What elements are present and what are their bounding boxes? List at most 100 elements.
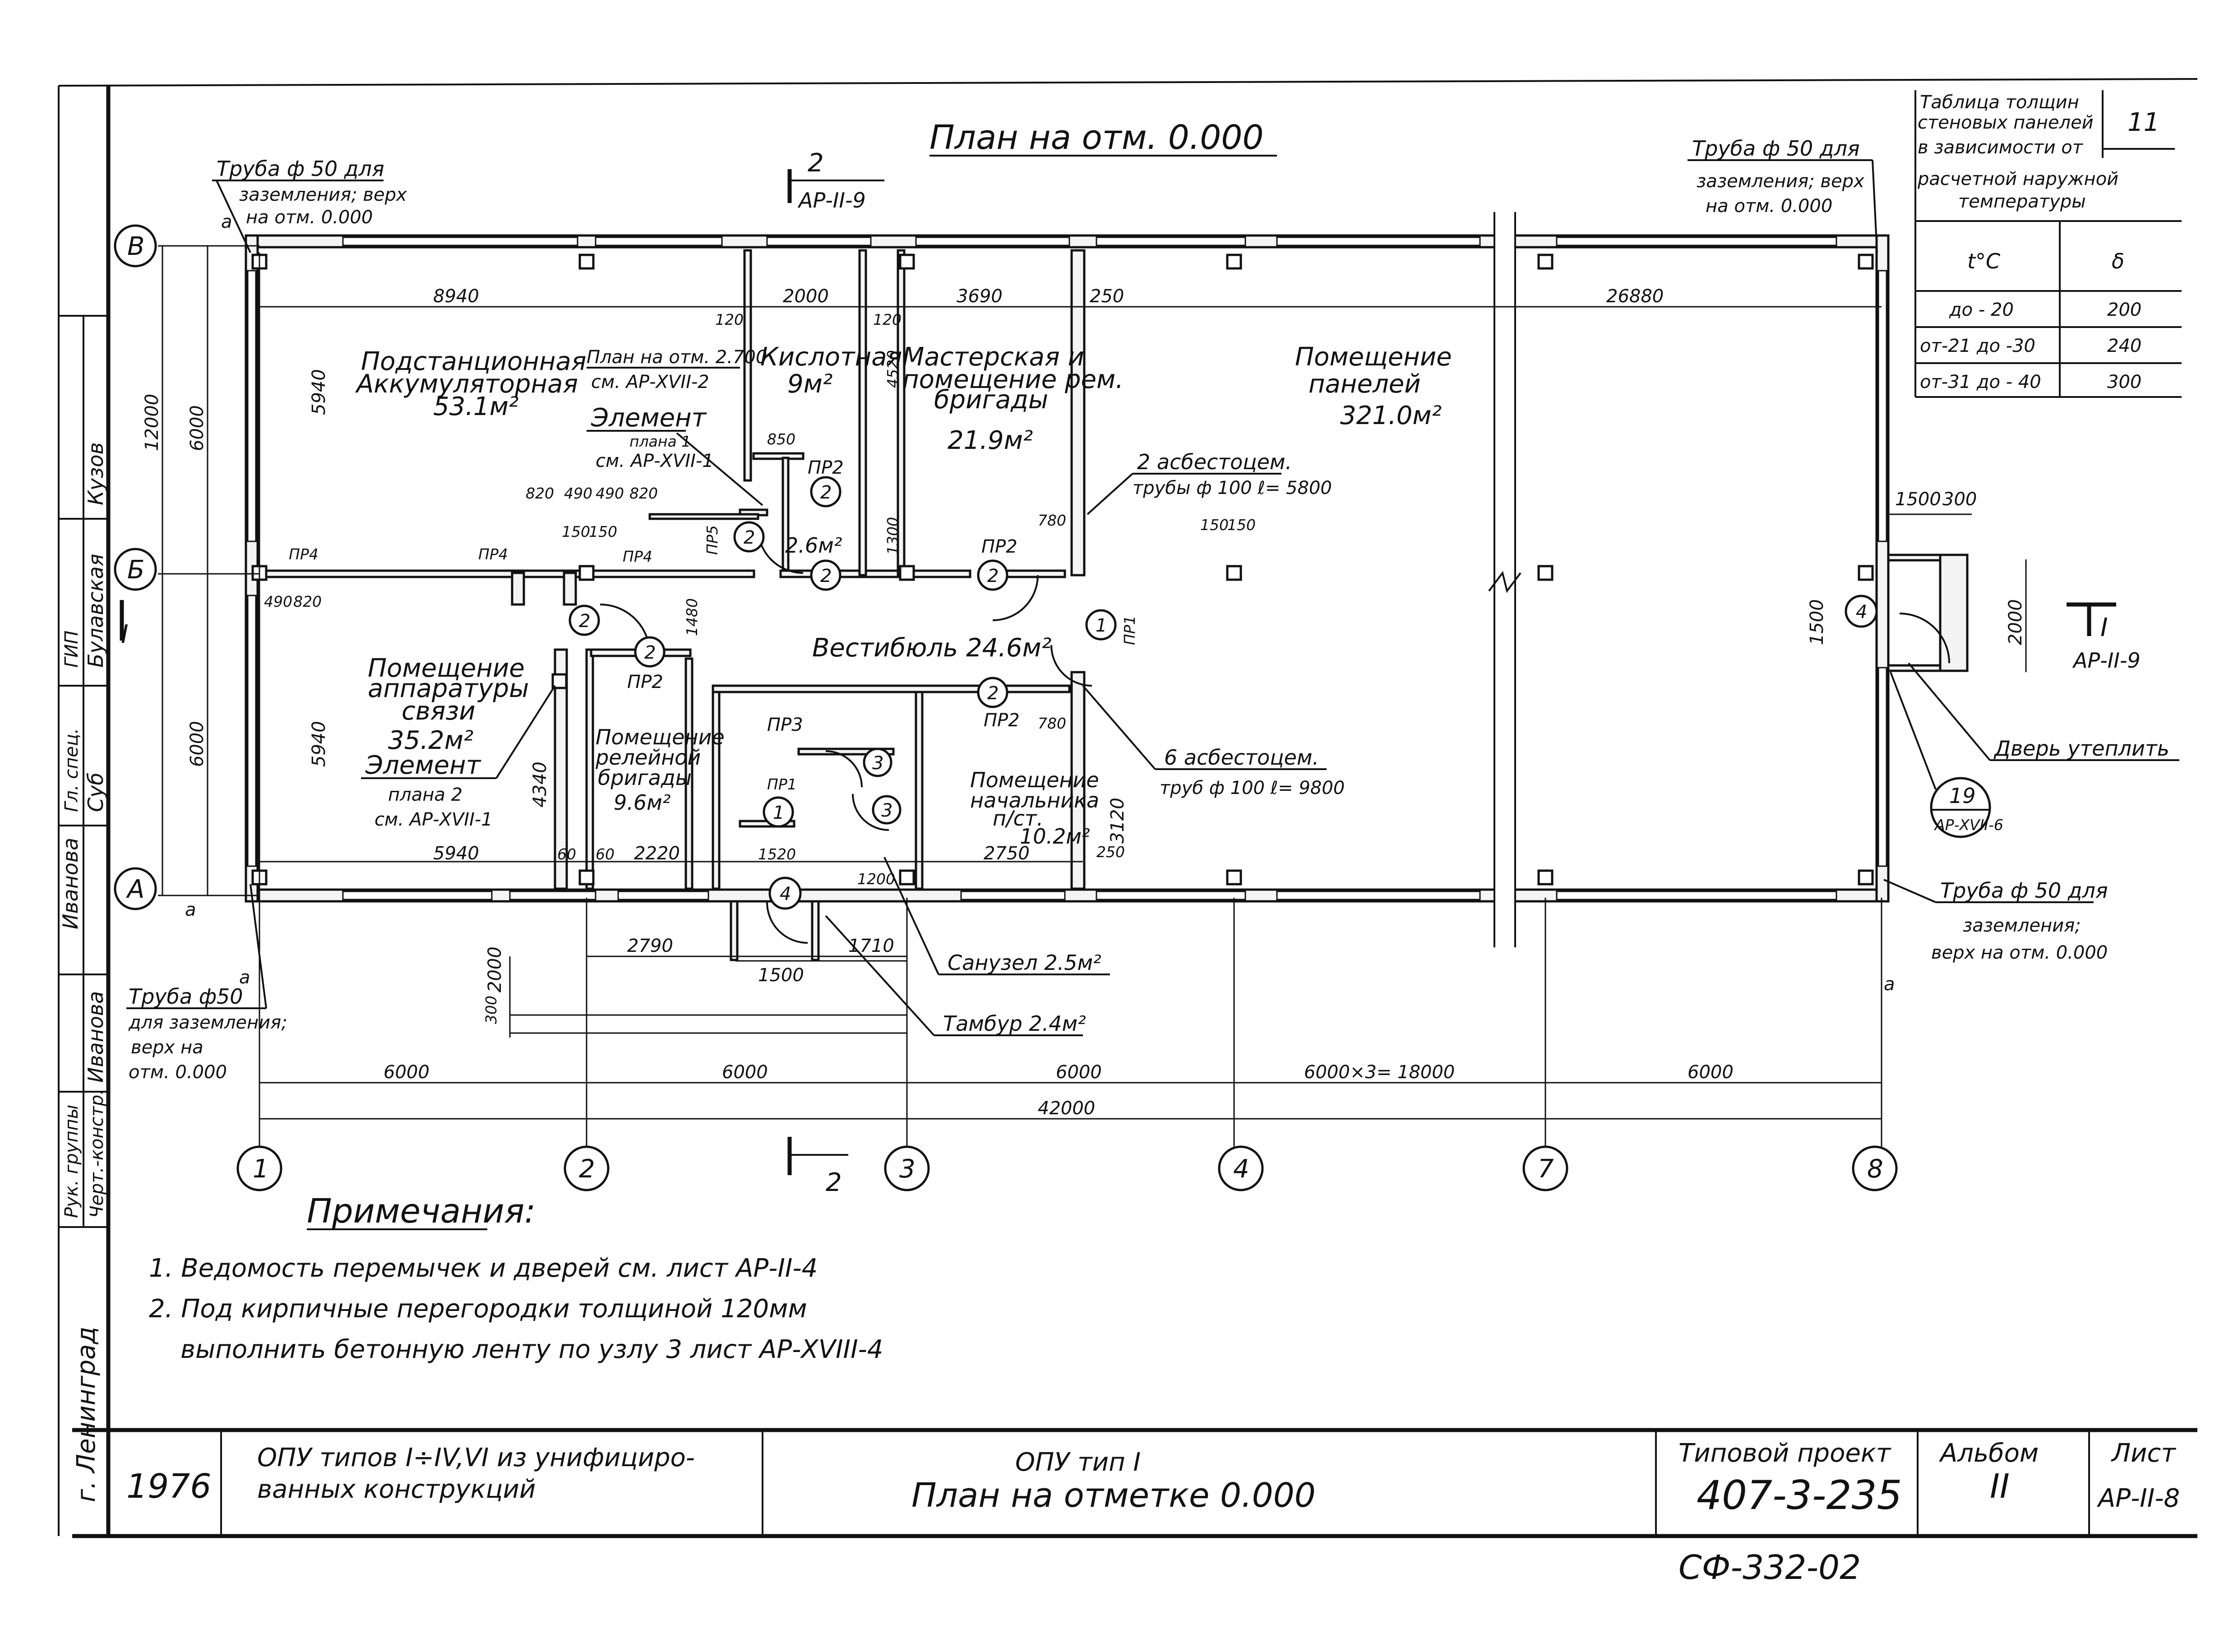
dim-2000-right: 2000 — [2005, 599, 2026, 645]
door-num-1b: 1 — [773, 803, 784, 823]
dim-6000-vtop: 6000 — [187, 405, 208, 451]
lintel-marks: ПР4 ПР4 ПР4 ПР5 ПР2 ПР2 ПР2 ПР2 ПР1 ПР1 … — [289, 457, 1138, 793]
dim-18000: 6000×3= 18000 — [1304, 1062, 1455, 1083]
room-acid: Кислотная 9м² — [760, 342, 902, 399]
dim-a-tl: a — [221, 212, 232, 232]
pipe-bl-line3: верх на — [131, 1037, 203, 1058]
table-caption-2: стеновых панелей — [1918, 112, 2094, 133]
dim-820b: 820 — [629, 485, 658, 502]
section-right-num: I — [2100, 613, 2108, 642]
room-accum-line2: Аккумуляторная — [355, 369, 578, 399]
note-pipe-top-left: Труба ф 50 для заземления; верх на отм. … — [212, 157, 407, 253]
axis-bubble-b: Б — [114, 548, 157, 591]
door-num-2a: 2 — [820, 482, 832, 503]
dim-150c: 150 — [1200, 516, 1229, 534]
section-mark-right: I АР-II-9 I — [120, 600, 2141, 673]
door-num-3b: 3 — [881, 800, 892, 821]
room-communication: Помещение аппаратуры связи 35.2м² — [368, 654, 529, 755]
pipe-tr-line3: на отм. 0.000 — [1706, 196, 1832, 217]
pipe-tl-line1: Труба ф 50 для — [217, 157, 384, 181]
table-caption-5: температуры — [1958, 191, 2086, 212]
note-3: выполнить бетонную ленту по узлу 3 лист … — [180, 1335, 883, 1364]
stamp-name-1: Иванова — [83, 991, 108, 1083]
elem1-line3: см. АР-XVII-1 — [596, 451, 714, 471]
dim-250-b: 250 — [1096, 843, 1125, 861]
room-relay: Помещение релейной бригады 9.6м² — [595, 725, 725, 815]
asb2-line1: 2 асбестоцем. — [1137, 450, 1292, 474]
table-row3-t: от-31 до - 40 — [1920, 372, 2041, 392]
room-workshop-line3: бригады — [934, 385, 1048, 415]
note-door-insulate: Дверь утеплить — [1908, 662, 2179, 761]
door-insulate-text: Дверь утеплить — [1993, 736, 2169, 761]
note-tambur: Тамбур 2.4м² — [825, 915, 1086, 1036]
axis-bubble-3: 3 — [884, 1145, 930, 1191]
dim-42000: 42000 — [1038, 1098, 1095, 1119]
ref-bubble-19: 19 АР-XVII-6 — [1890, 672, 2003, 838]
axis-label-4: 4 — [1233, 1154, 1249, 1184]
dim-2000-top: 2000 — [783, 286, 829, 307]
room-acid-line1: Кислотная — [760, 342, 902, 372]
door-num-2f: 2 — [644, 642, 656, 663]
pipe-bl-line4: отм. 0.000 — [129, 1062, 227, 1083]
note-pipe-bottom-left: Труба ф50 для заземления; верх на отм. 0… — [126, 884, 287, 1083]
table-caption-3: в зависимости от — [1918, 137, 2084, 158]
room-vestibule: Вестибюль 24.6м² — [812, 633, 1051, 663]
dim-490c: 490 — [264, 593, 292, 610]
dim-150b: 150 — [589, 523, 617, 540]
section-bottom-num: 2 — [826, 1168, 842, 1197]
dim-120a: 120 — [715, 311, 744, 328]
ref19-num: 19 — [1949, 784, 1976, 808]
elem2-line3: см. АР-XVII-1 — [375, 809, 493, 830]
pipe-tr-line1: Труба ф 50 для — [1692, 136, 1860, 161]
title-project-label: Типовой проект — [1678, 1439, 1891, 1468]
dim-3120: 3120 — [1107, 798, 1128, 844]
dim-780a: 780 — [1038, 512, 1066, 529]
plan-ref-line1: План на отм. 2.700 — [587, 347, 767, 368]
table-caption-1: Таблица толщин — [1920, 92, 2079, 113]
room-relay-line1: Помещение — [596, 725, 725, 749]
stamp-name-4: Булавская — [83, 554, 108, 668]
plan-ref-line2: см. АР-XVII-2 — [591, 372, 709, 392]
title-desc-1: ОПУ типов I÷IV,VI из унифициро- — [257, 1443, 695, 1472]
dim-a-bl2: a — [239, 967, 250, 988]
room-chief-line2: начальника — [970, 788, 1099, 812]
dim-1520: 1520 — [758, 845, 796, 863]
dim-5940-vtop: 5940 — [309, 369, 329, 415]
dim-850: 850 — [767, 430, 795, 448]
stamp-role-2: Рук. группы — [61, 1105, 82, 1218]
stamp-name-5: Кузов — [83, 442, 108, 505]
dim-150d: 150 — [1227, 516, 1256, 534]
table-row1-d: 200 — [2107, 300, 2141, 320]
pipe-br-line3: верх на отм. 0.000 — [1931, 942, 2108, 963]
room-accumulator: Подстанционная Аккумуляторная 53.1м² — [355, 347, 586, 421]
room-workshop-line2: помещение рем. — [902, 365, 1124, 394]
sheet-frame — [58, 78, 2198, 1538]
title-year: 1976 — [126, 1467, 211, 1506]
dim-3690: 3690 — [957, 286, 1003, 307]
dim-1500-top-right: 1500 — [1895, 489, 1941, 510]
note-asbestos-6: 6 асбестоцем. труб ф 100 ℓ= 9800 — [1082, 685, 1345, 798]
mark-pr4a: ПР4 — [289, 545, 319, 563]
title-name-2: План на отметке 0.000 — [911, 1476, 1316, 1515]
dim-1500-b: 1500 — [758, 965, 804, 986]
dim-6000-2: 6000 — [722, 1062, 768, 1083]
note-1: 1. Ведомость перемычек и дверей см. лист… — [149, 1254, 818, 1283]
title-sheet-no: АР-II-8 — [2097, 1484, 2180, 1513]
stamp-name-3: Суб — [83, 772, 108, 812]
dim-a-bl: a — [185, 900, 196, 920]
elem1-line2: плана 1 — [629, 433, 691, 450]
door-num-2b: 2 — [744, 527, 755, 548]
pipe-bl-line2: для заземления; — [128, 1012, 287, 1033]
pipe-tl-line3: на отм. 0.000 — [246, 207, 373, 228]
room-comm-line1: Помещение — [368, 654, 525, 683]
title-project-no: 407-3-235 — [1697, 1472, 1902, 1518]
dim-300-b: 300 — [482, 996, 500, 1024]
stamp-city: г. Ленинград — [72, 1327, 101, 1502]
room-chief-area: 10.2м² — [1020, 824, 1090, 849]
dim-1200: 1200 — [857, 870, 895, 888]
room-chief-line3: п/ст. — [993, 806, 1043, 831]
door-num-2d: 2 — [987, 566, 999, 586]
stamp-role-3: Гл. спец. — [61, 728, 82, 812]
dim-12000: 12000 — [142, 394, 162, 451]
